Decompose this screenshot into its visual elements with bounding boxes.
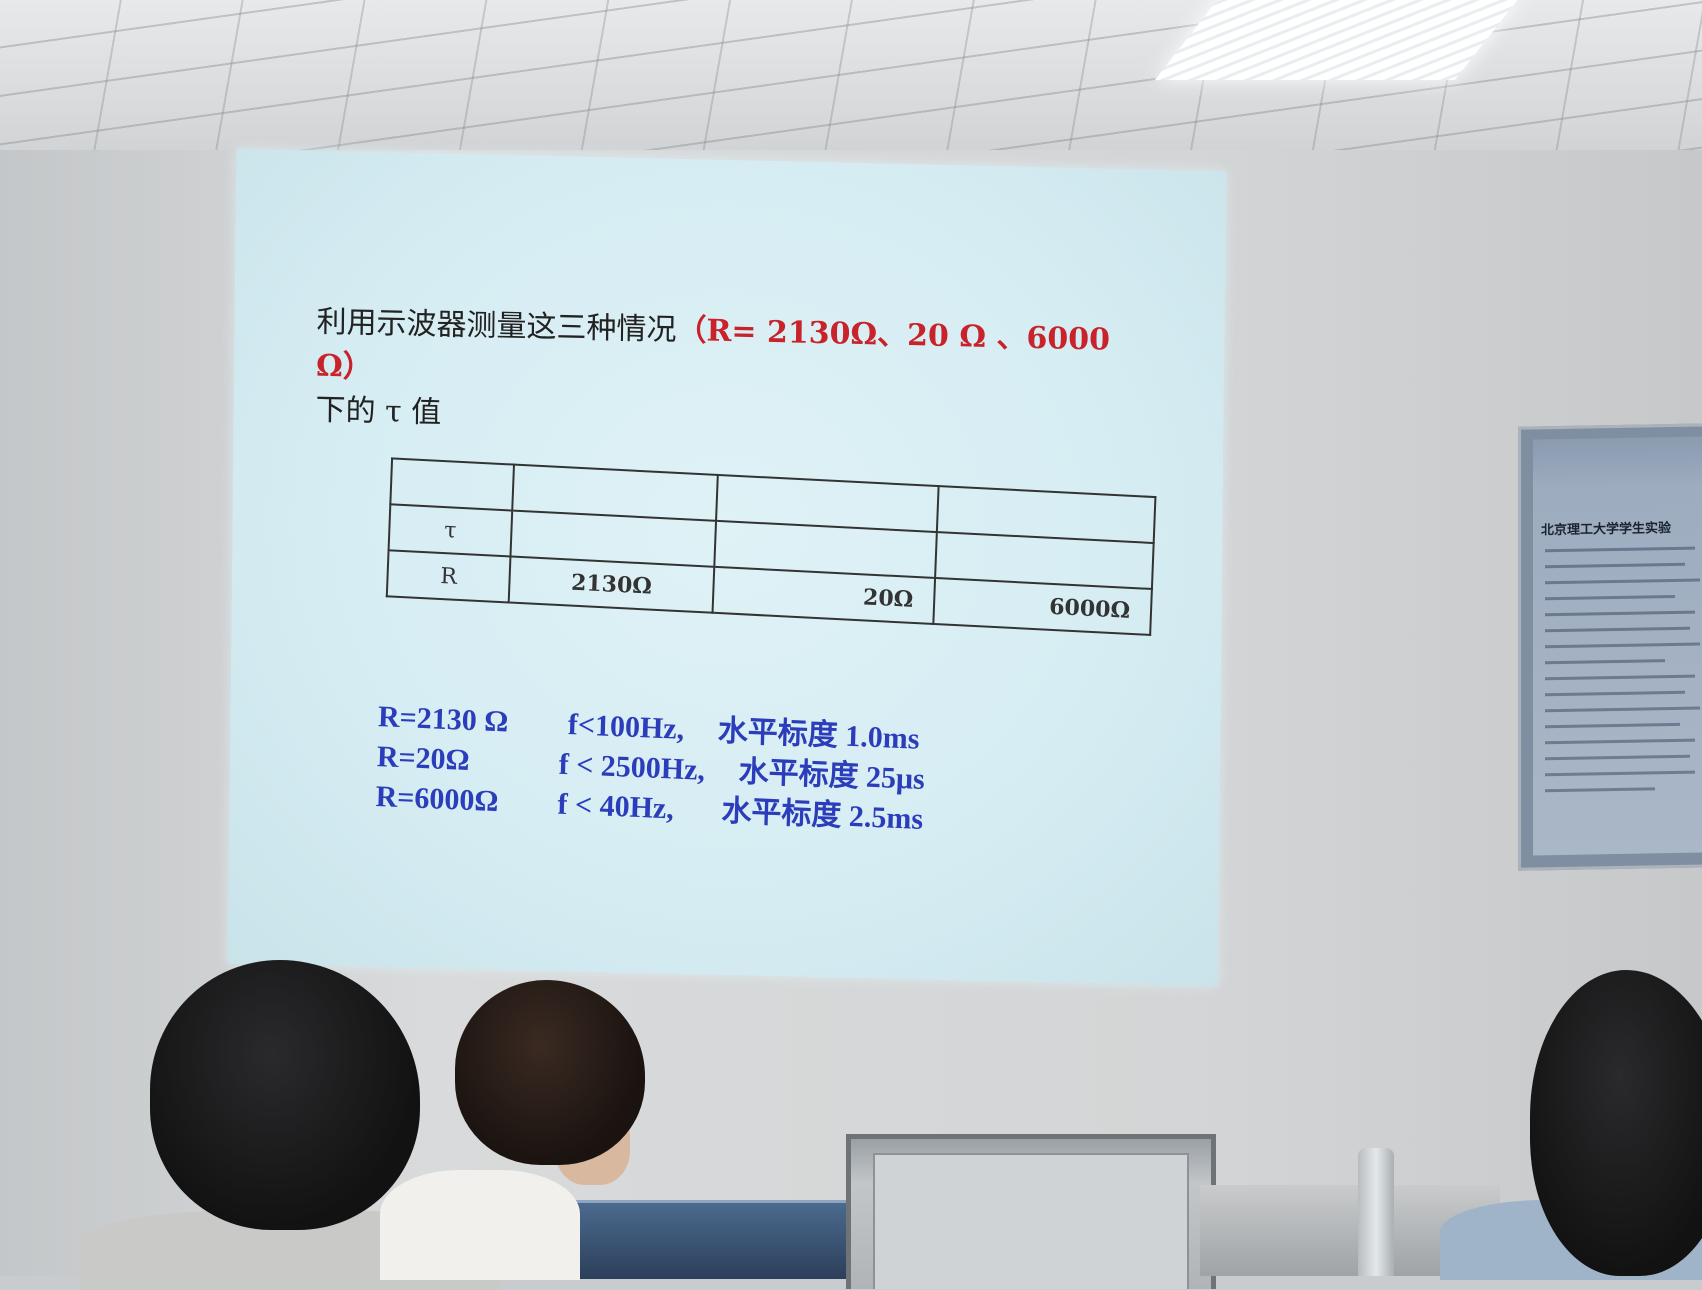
note-resistance: R=2130 Ω — [377, 700, 509, 739]
notice-text-line — [1545, 562, 1685, 569]
notice-text-line — [1545, 610, 1695, 617]
notice-text-line — [1545, 659, 1665, 665]
note-row: R=2130 Ω f<100Hz, 水平标度 1.0ms — [377, 697, 920, 756]
r-value-20: 20Ω — [712, 566, 936, 624]
projected-slide: 利用示波器测量这三种情况（R= 2130Ω、20 Ω 、6000 Ω） 下的 τ… — [227, 148, 1227, 987]
slide-title-main: 利用示波器测量这三种情况 — [316, 304, 677, 348]
table-cell — [390, 458, 514, 511]
equipment-case-blue — [560, 1200, 860, 1279]
r-value-2130: 2130Ω — [508, 556, 715, 613]
notice-text-line — [1545, 626, 1690, 633]
case-interior — [873, 1153, 1189, 1289]
notice-board: 北京理工大学学生实验 — [1518, 423, 1702, 871]
equipment-case-open — [846, 1134, 1216, 1289]
notice-text-line — [1545, 594, 1675, 601]
audience-head — [1530, 970, 1702, 1276]
notice-board-title: 北京理工大学学生实验 — [1541, 521, 1672, 539]
note-row: R=6000Ω f < 40Hz, 水平标度 2.5ms — [375, 777, 923, 836]
notice-text-line — [1545, 722, 1680, 729]
notice-text-line — [1545, 578, 1700, 585]
r-label: R — [386, 550, 511, 603]
audience-shirt — [380, 1170, 580, 1280]
notice-board-panel: 北京理工大学学生实验 — [1533, 436, 1702, 856]
note-frequency: f < 40Hz, — [557, 787, 675, 826]
note-resistance: R=20Ω — [376, 740, 471, 777]
notice-text-line — [1545, 674, 1695, 681]
note-scale: 水平标度 2.5ms — [720, 794, 924, 836]
notice-text-line — [1545, 738, 1695, 745]
notice-text-line — [1545, 546, 1695, 553]
note-frequency: f<100Hz, — [567, 708, 685, 746]
note-resistance: R=6000Ω — [375, 780, 499, 819]
frequency-notes: R=2130 Ω f<100Hz, 水平标度 1.0ms R=20Ω f < 2… — [375, 697, 925, 836]
water-bottle — [1358, 1148, 1394, 1276]
notice-text-line — [1545, 770, 1695, 777]
measurement-table: τ R 2130Ω 20Ω 6000Ω — [386, 457, 1157, 636]
note-frequency: f < 2500Hz, — [558, 747, 706, 787]
notice-text-line — [1545, 690, 1685, 697]
audience-head — [455, 980, 645, 1165]
r-value-6000: 6000Ω — [933, 577, 1152, 635]
slide-title: 利用示波器测量这三种情况（R= 2130Ω、20 Ω 、6000 Ω） 下的 τ… — [315, 301, 1176, 453]
audience-head — [150, 960, 420, 1230]
notice-text-line — [1545, 642, 1700, 649]
note-row: R=20Ω f < 2500Hz, 水平标度 25μs — [376, 737, 925, 796]
notice-text-line — [1545, 787, 1655, 793]
notice-text-line — [1545, 706, 1700, 713]
tau-label: τ — [388, 504, 513, 557]
slide-title-line2: 下的 τ 值 — [315, 392, 442, 431]
notice-text-line — [1545, 754, 1690, 761]
